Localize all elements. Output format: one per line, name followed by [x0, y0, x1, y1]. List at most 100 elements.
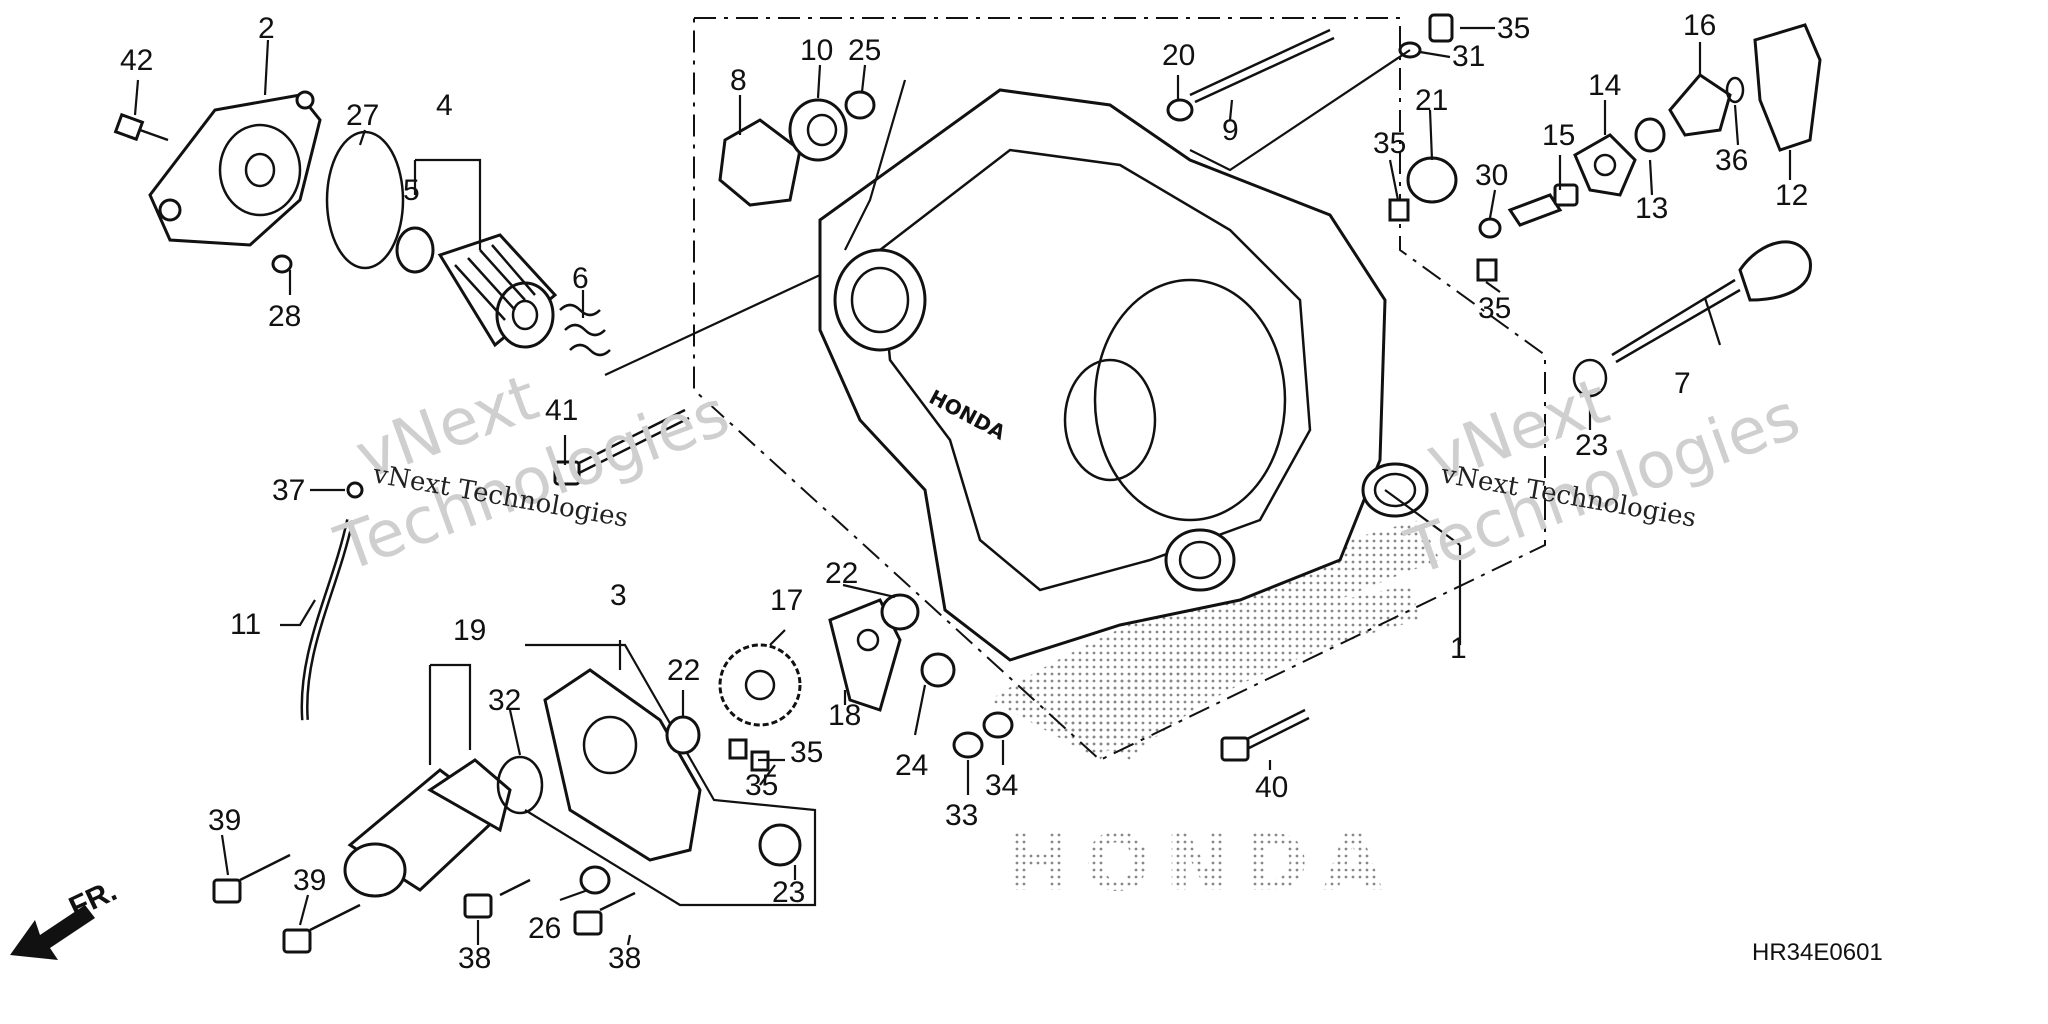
callout-labels: 1 2 3 4 5 6 7 8 9 10 11 12 13 14 15 16 1… [120, 9, 1808, 975]
callout-35-right: 35 [1478, 292, 1511, 325]
pump-group-boundary [524, 643, 817, 907]
callout-25: 25 [848, 34, 881, 67]
callout-21: 21 [1415, 84, 1448, 117]
bolt-38-right [573, 891, 636, 936]
callout-31: 31 [1452, 40, 1485, 73]
callout-33: 33 [945, 799, 978, 832]
clamp-37 [346, 481, 364, 499]
rotor-14 [1573, 133, 1637, 197]
plate-12 [1753, 23, 1822, 152]
dowel-35-mid [1388, 198, 1410, 222]
callout-1: 1 [1450, 632, 1467, 665]
callout-14: 14 [1588, 69, 1621, 102]
callout-27: 27 [346, 99, 379, 132]
oil-pump-cover [543, 668, 702, 862]
callout-35-gear-a: 35 [790, 736, 823, 769]
callout-18: 18 [828, 699, 861, 732]
leader-lines [133, 26, 1792, 946]
bearing-23 [758, 823, 802, 867]
callout-3: 3 [610, 579, 627, 612]
drive-dog-8 [718, 118, 802, 207]
callout-20: 20 [1162, 39, 1195, 72]
washer-20 [1166, 98, 1194, 122]
callout-38-right: 38 [608, 942, 641, 975]
callout-39-bottom: 39 [293, 864, 326, 897]
cap-16 [1668, 73, 1732, 137]
callout-4: 4 [436, 89, 453, 122]
flange-bolt-42 [113, 112, 169, 142]
bolt-38-left [463, 878, 531, 919]
callout-28: 28 [268, 300, 301, 333]
callout-35-mid: 35 [1373, 127, 1406, 160]
bolt-40 [1220, 708, 1310, 762]
dowel-pin-35-top [1428, 13, 1454, 43]
bearing-21 [1406, 156, 1458, 204]
oil-dipstick [1611, 240, 1812, 364]
callout-9: 9 [1222, 114, 1239, 147]
filter-spring [559, 303, 611, 357]
bolt-41 [553, 408, 690, 486]
bolt-9 [1189, 28, 1335, 104]
callout-22-upper: 22 [825, 557, 858, 590]
filter-seal-5 [395, 226, 435, 274]
callout-40: 40 [1255, 771, 1288, 804]
callout-19: 19 [453, 614, 486, 647]
honda-wing-logo: HONDA [990, 520, 1440, 909]
callout-24: 24 [895, 749, 928, 782]
clip-36 [1725, 76, 1745, 104]
bearing-22-right [880, 593, 920, 631]
callout-23-right: 23 [1575, 429, 1608, 462]
crankcase-cover: HONDA [818, 88, 1429, 662]
callout-13: 13 [1635, 192, 1668, 225]
spring-13 [1634, 117, 1666, 153]
o-ring-32 [496, 755, 544, 815]
callout-39-top: 39 [208, 804, 241, 837]
callout-34: 34 [985, 769, 1018, 802]
seal-10 [788, 98, 848, 162]
washer-26 [579, 865, 611, 895]
callout-38-left: 38 [458, 942, 491, 975]
callout-2: 2 [258, 12, 275, 45]
callout-8: 8 [730, 64, 747, 97]
dowel-35-gear-a [728, 738, 748, 760]
part-code-label: HR34E0601 [1752, 939, 1883, 966]
callout-36: 36 [1715, 144, 1748, 177]
washer-34 [982, 711, 1014, 739]
o-ring-27 [325, 130, 405, 270]
bolt-39-bottom [282, 903, 361, 954]
oil-filter [437, 233, 558, 349]
callout-16: 16 [1683, 9, 1716, 42]
callout-35-gear-b: 35 [745, 769, 778, 802]
starter-motor [343, 758, 512, 898]
callout-17: 17 [770, 584, 803, 617]
callout-41: 41 [545, 394, 578, 427]
callout-12: 12 [1775, 179, 1808, 212]
callout-15: 15 [1542, 119, 1575, 152]
bearing-24 [920, 652, 956, 688]
bolt-39-top [212, 853, 291, 904]
callout-7: 7 [1674, 367, 1691, 400]
callout-35-top: 35 [1497, 12, 1530, 45]
bearing-22-left [665, 715, 701, 755]
bolt-15 [1507, 183, 1579, 227]
washer-28 [271, 254, 293, 274]
idler-arm-18 [828, 598, 902, 712]
callout-26: 26 [528, 912, 561, 945]
callout-11: 11 [230, 608, 261, 641]
callout-37: 37 [272, 474, 305, 507]
oil-filter-cover [148, 90, 322, 247]
callout-23-bottom: 23 [772, 876, 805, 909]
callout-22-lower: 22 [667, 654, 700, 687]
callout-5: 5 [403, 174, 420, 207]
bearing-25 [844, 90, 876, 120]
callout-10: 10 [800, 34, 833, 67]
honda-lettering: HONDA [1005, 819, 1397, 909]
callout-42: 42 [120, 44, 153, 77]
dowel-35-low [1476, 258, 1498, 282]
front-direction-arrow: FR. [10, 874, 122, 960]
washer-30 [1478, 217, 1502, 239]
collar-33 [952, 731, 984, 759]
drive-gear-17 [718, 643, 802, 727]
callout-6: 6 [572, 262, 589, 295]
